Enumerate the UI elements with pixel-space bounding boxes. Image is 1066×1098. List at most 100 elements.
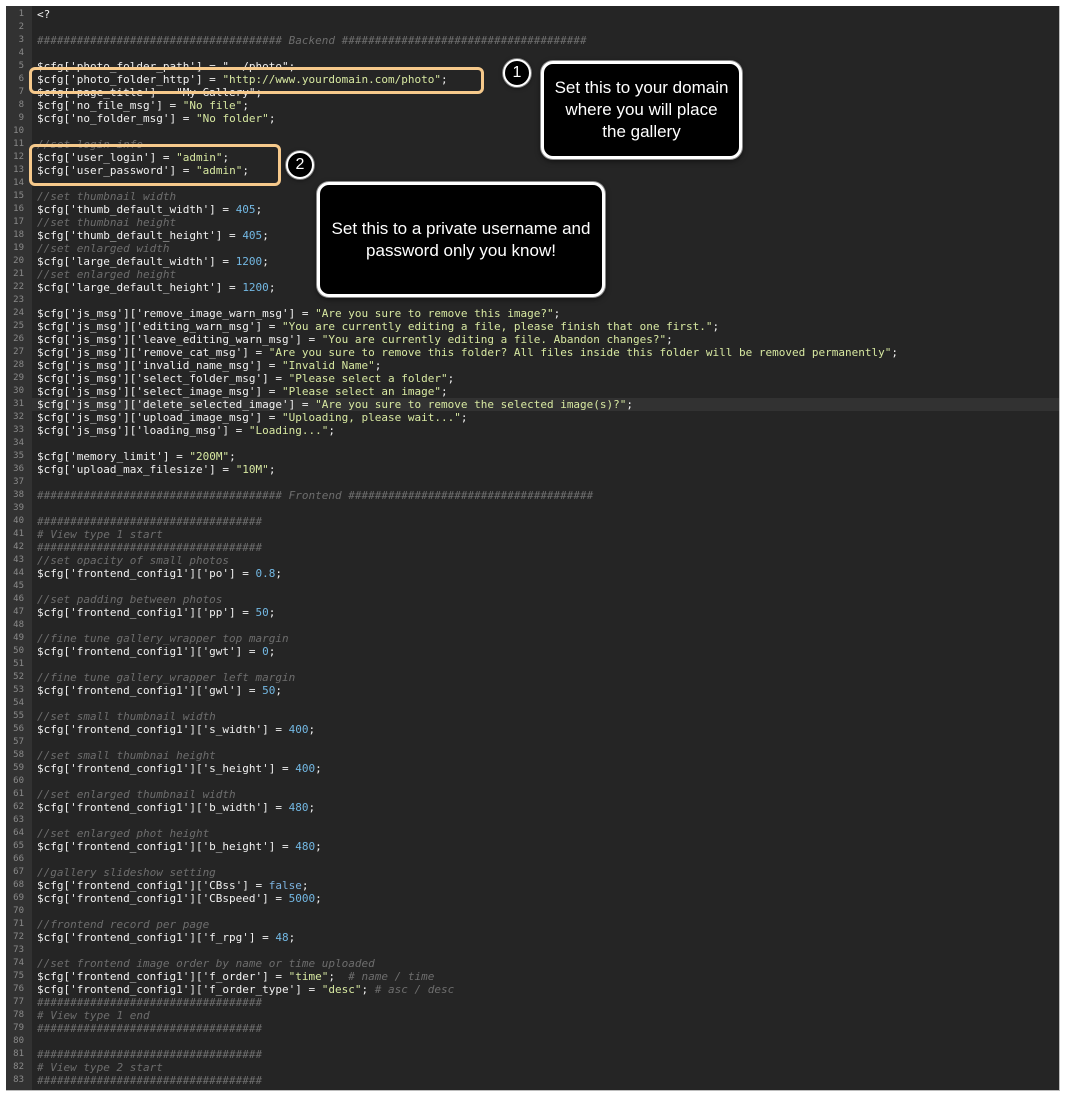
code-text[interactable]: $cfg['frontend_config1']['gwt'] = 0;	[37, 645, 275, 658]
code-text[interactable]: $cfg['no_file_msg'] = "No file";	[37, 99, 249, 112]
code-line[interactable]: 1<?	[6, 8, 1059, 21]
code-text[interactable]: $cfg['frontend_config1']['f_rpg'] = 48;	[37, 931, 295, 944]
code-line[interactable]: 8$cfg['no_file_msg'] = "No file";	[6, 99, 1059, 112]
code-line[interactable]: 54	[6, 697, 1059, 710]
code-text[interactable]: //set frontend image order by name or ti…	[37, 957, 375, 970]
code-text[interactable]: ##################################	[37, 1048, 262, 1061]
code-text[interactable]: //set thumbnai height	[37, 216, 176, 229]
code-text[interactable]: ##################################### Ba…	[37, 34, 587, 47]
code-line[interactable]: 60	[6, 775, 1059, 788]
code-line[interactable]: 52//fine tune gallery_wrapper left margi…	[6, 671, 1059, 684]
code-line[interactable]: 23	[6, 294, 1059, 307]
code-line[interactable]: 2	[6, 21, 1059, 34]
code-line[interactable]: 38##################################### …	[6, 489, 1059, 502]
code-text[interactable]: $cfg['memory_limit'] = "200M";	[37, 450, 236, 463]
code-text[interactable]: $cfg['large_default_width'] = 1200;	[37, 255, 269, 268]
code-line[interactable]: 51	[6, 658, 1059, 671]
code-text[interactable]: $cfg['js_msg']['delete_selected_image'] …	[37, 398, 633, 411]
code-line[interactable]: 47$cfg['frontend_config1']['pp'] = 50;	[6, 606, 1059, 619]
code-line[interactable]: 83##################################	[6, 1074, 1059, 1087]
code-line[interactable]: 59$cfg['frontend_config1']['s_height'] =…	[6, 762, 1059, 775]
code-text[interactable]: $cfg['frontend_config1']['gwl'] = 50;	[37, 684, 282, 697]
code-line[interactable]: 77##################################	[6, 996, 1059, 1009]
code-text[interactable]: # View type 1 start	[37, 528, 163, 541]
code-line[interactable]: 17//set thumbnai height	[6, 216, 1059, 229]
code-line[interactable]: 63	[6, 814, 1059, 827]
code-line[interactable]: 20$cfg['large_default_width'] = 1200;	[6, 255, 1059, 268]
code-line[interactable]: 79##################################	[6, 1022, 1059, 1035]
code-line[interactable]: 19//set enlarged width	[6, 242, 1059, 255]
code-line[interactable]: 6$cfg['photo_folder_http'] = "http://www…	[6, 73, 1059, 86]
code-line[interactable]: 55//set small thumbnail width	[6, 710, 1059, 723]
code-line[interactable]: 53$cfg['frontend_config1']['gwl'] = 50;	[6, 684, 1059, 697]
code-text[interactable]: //set small thumbnail width	[37, 710, 216, 723]
code-text[interactable]: $cfg['frontend_config1']['CBss'] = false…	[37, 879, 309, 892]
code-text[interactable]: ##################################	[37, 1074, 262, 1087]
code-line[interactable]: 46//set padding between photos	[6, 593, 1059, 606]
code-text[interactable]: ##################################### Fr…	[37, 489, 593, 502]
code-text[interactable]: $cfg['photo_folder_http'] = "http://www.…	[37, 73, 448, 86]
code-text[interactable]: $cfg['upload_max_filesize'] = "10M";	[37, 463, 275, 476]
code-text[interactable]: $cfg['frontend_config1']['b_height'] = 4…	[37, 840, 322, 853]
code-line[interactable]: 39	[6, 502, 1059, 515]
code-line[interactable]: 31$cfg['js_msg']['delete_selected_image'…	[6, 398, 1059, 411]
code-line[interactable]: 22$cfg['large_default_height'] = 1200;	[6, 281, 1059, 294]
code-line[interactable]: 80	[6, 1035, 1059, 1048]
code-text[interactable]: $cfg['user_login'] = "admin";	[37, 151, 229, 164]
code-line[interactable]: 32$cfg['js_msg']['upload_image_msg'] = "…	[6, 411, 1059, 424]
code-line[interactable]: 36$cfg['upload_max_filesize'] = "10M";	[6, 463, 1059, 476]
code-line[interactable]: 3##################################### B…	[6, 34, 1059, 47]
code-line[interactable]: 12$cfg['user_login'] = "admin";	[6, 151, 1059, 164]
code-line[interactable]: 48	[6, 619, 1059, 632]
code-text[interactable]: ##################################	[37, 541, 262, 554]
code-text[interactable]: $cfg['thumb_default_width'] = 405;	[37, 203, 262, 216]
code-line[interactable]: 13$cfg['user_password'] = "admin";	[6, 164, 1059, 177]
code-text[interactable]: //set opacity of small photos	[37, 554, 229, 567]
code-line[interactable]: 35$cfg['memory_limit'] = "200M";	[6, 450, 1059, 463]
code-text[interactable]: $cfg['no_folder_msg'] = "No folder";	[37, 112, 275, 125]
code-text[interactable]: $cfg['frontend_config1']['po'] = 0.8;	[37, 567, 282, 580]
code-line[interactable]: 37	[6, 476, 1059, 489]
code-text[interactable]: $cfg['js_msg']['remove_cat_msg'] = "Are …	[37, 346, 898, 359]
code-line[interactable]: 18$cfg['thumb_default_height'] = 405;	[6, 229, 1059, 242]
code-text[interactable]: $cfg['frontend_config1']['pp'] = 50;	[37, 606, 275, 619]
code-text[interactable]: $cfg['frontend_config1']['s_height'] = 4…	[37, 762, 322, 775]
code-line[interactable]: 29$cfg['js_msg']['select_folder_msg'] = …	[6, 372, 1059, 385]
code-line[interactable]: 58//set small thumbnai height	[6, 749, 1059, 762]
code-line[interactable]: 28$cfg['js_msg']['invalid_name_msg'] = "…	[6, 359, 1059, 372]
code-line[interactable]: 24$cfg['js_msg']['remove_image_warn_msg'…	[6, 307, 1059, 320]
code-line[interactable]: 78# View type 1 end	[6, 1009, 1059, 1022]
code-line[interactable]: 15//set thumbnail width	[6, 190, 1059, 203]
code-line[interactable]: 82# View type 2 start	[6, 1061, 1059, 1074]
code-text[interactable]: //frontend record per page	[37, 918, 209, 931]
code-text[interactable]: //set small thumbnai height	[37, 749, 216, 762]
code-text[interactable]: //set enlarged height	[37, 268, 176, 281]
code-line[interactable]: 50$cfg['frontend_config1']['gwt'] = 0;	[6, 645, 1059, 658]
code-text[interactable]: //gallery slideshow setting	[37, 866, 216, 879]
code-line[interactable]: 70	[6, 905, 1059, 918]
code-text[interactable]: ##################################	[37, 996, 262, 1009]
code-line[interactable]: 40##################################	[6, 515, 1059, 528]
code-line[interactable]: 72$cfg['frontend_config1']['f_rpg'] = 48…	[6, 931, 1059, 944]
code-text[interactable]: //set enlarged phot height	[37, 827, 209, 840]
code-line[interactable]: 30$cfg['js_msg']['select_image_msg'] = "…	[6, 385, 1059, 398]
code-text[interactable]: //fine tune gallery_wrapper left margin	[37, 671, 295, 684]
code-line[interactable]: 14	[6, 177, 1059, 190]
code-line[interactable]: 45	[6, 580, 1059, 593]
code-text[interactable]: $cfg['js_msg']['loading_msg'] = "Loading…	[37, 424, 335, 437]
code-text[interactable]: $cfg['user_password'] = "admin";	[37, 164, 249, 177]
code-text[interactable]: $cfg['frontend_config1']['b_width'] = 48…	[37, 801, 315, 814]
code-text[interactable]: //fine tune gallery_wrapper top margin	[37, 632, 289, 645]
code-text[interactable]: <?	[37, 8, 50, 21]
code-line[interactable]: 68$cfg['frontend_config1']['CBss'] = fal…	[6, 879, 1059, 892]
code-text[interactable]: ##################################	[37, 515, 262, 528]
code-text[interactable]: //set thumbnail width	[37, 190, 176, 203]
code-line[interactable]: 9$cfg['no_folder_msg'] = "No folder";	[6, 112, 1059, 125]
code-text[interactable]: $cfg['js_msg']['editing_warn_msg'] = "Yo…	[37, 320, 719, 333]
code-line[interactable]: 4	[6, 47, 1059, 60]
code-line[interactable]: 16$cfg['thumb_default_width'] = 405;	[6, 203, 1059, 216]
code-text[interactable]: $cfg['thumb_default_height'] = 405;	[37, 229, 269, 242]
code-text[interactable]: $cfg['js_msg']['leave_editing_warn_msg']…	[37, 333, 673, 346]
code-line[interactable]: 49//fine tune gallery_wrapper top margin	[6, 632, 1059, 645]
